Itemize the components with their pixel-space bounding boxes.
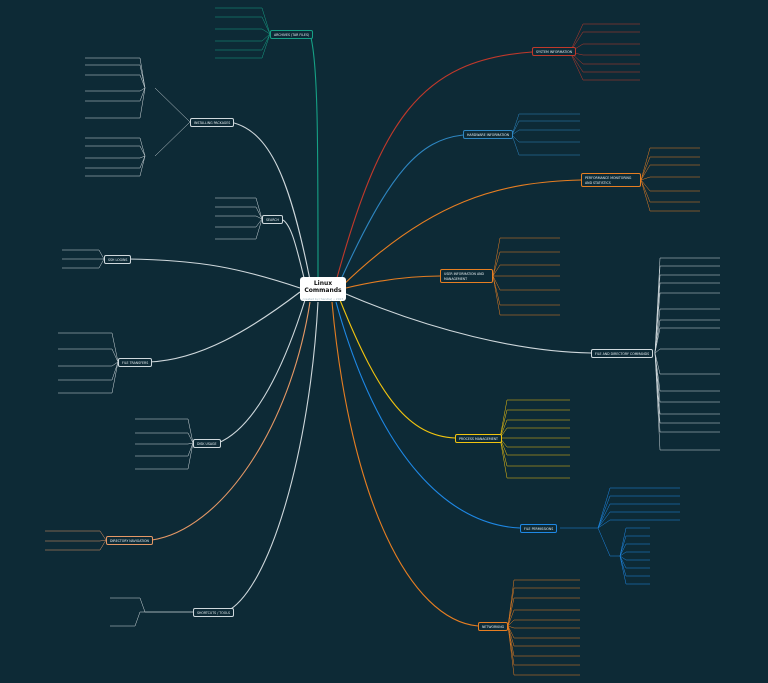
file-directory-twigs — [654, 257, 720, 451]
topic-file-and-directory[interactable]: FILE AND DIRECTORY COMMANDS — [591, 349, 654, 358]
performance-twigs — [640, 147, 700, 212]
topic-installing-packages[interactable]: INSTALLING PACKAGES — [190, 118, 235, 127]
branch-file-directory — [345, 293, 592, 354]
branch-shortcuts — [225, 301, 319, 613]
branch-packages — [229, 121, 311, 281]
branch-navigation — [151, 301, 311, 541]
branch-archives — [309, 33, 319, 278]
branch-system-information — [334, 51, 533, 286]
search-twigs — [215, 197, 263, 240]
branch-permissions — [335, 301, 521, 529]
topic-directory-navigation[interactable]: DIRECTORY NAVIGATION — [106, 536, 153, 545]
ssh-twigs — [62, 249, 105, 269]
packages-twigs — [85, 57, 191, 177]
branch-ssh — [127, 258, 301, 289]
hardware-information-twigs — [511, 113, 580, 156]
branch-performance — [339, 179, 582, 289]
branch-hardware-information — [337, 134, 464, 287]
shortcuts-twigs — [110, 597, 193, 627]
root-subtitle: created by [handle] • 2023 — [302, 297, 344, 301]
branch-search — [280, 218, 306, 283]
networking-twigs — [507, 579, 580, 676]
topic-file-transfers[interactable]: FILE TRANSFERS — [118, 358, 153, 367]
topic-networking[interactable]: NETWORKING — [478, 622, 509, 631]
topic-user-information[interactable]: USER INFORMATION AND MANAGEMENT — [440, 269, 493, 283]
topic-process-management[interactable]: PROCESS MANAGEMENT — [455, 434, 502, 443]
system-information-twigs — [569, 23, 640, 81]
branch-user-info — [345, 275, 441, 289]
transfers-twigs — [58, 332, 119, 394]
root-title: Linux Commands — [304, 280, 342, 294]
branch-disk — [217, 299, 306, 444]
navigation-twigs — [45, 530, 107, 551]
user-info-twigs — [492, 237, 560, 316]
disk-twigs — [135, 418, 194, 470]
topic-archives[interactable]: ARCHIVES (TAR FILES) — [270, 30, 314, 39]
root-node[interactable]: Linux Commands — [300, 277, 346, 301]
topic-ssh-logins[interactable]: SSH LOGINS — [104, 255, 132, 264]
topic-disk-usage[interactable]: DISK USAGE — [193, 439, 221, 448]
topic-system-information[interactable]: SYSTEM INFORMATION — [532, 47, 577, 56]
archives-twigs — [215, 7, 271, 59]
branch-networking — [331, 301, 479, 627]
process-twigs — [499, 399, 570, 479]
topic-performance-monitoring[interactable]: PERFORMANCE MONITORING AND STATISTICS — [581, 173, 641, 187]
branch-process — [339, 299, 456, 439]
topic-shortcuts[interactable]: SHORTCUTS / TOOLS — [193, 608, 235, 617]
branch-transfers — [148, 291, 301, 363]
topic-hardware-information[interactable]: HARDWARE INFORMATION — [463, 130, 513, 139]
topic-search[interactable]: SEARCH — [262, 215, 283, 224]
permissions-twigs — [560, 487, 680, 585]
topic-file-permissions[interactable]: FILE PERMISSIONS — [520, 524, 558, 533]
